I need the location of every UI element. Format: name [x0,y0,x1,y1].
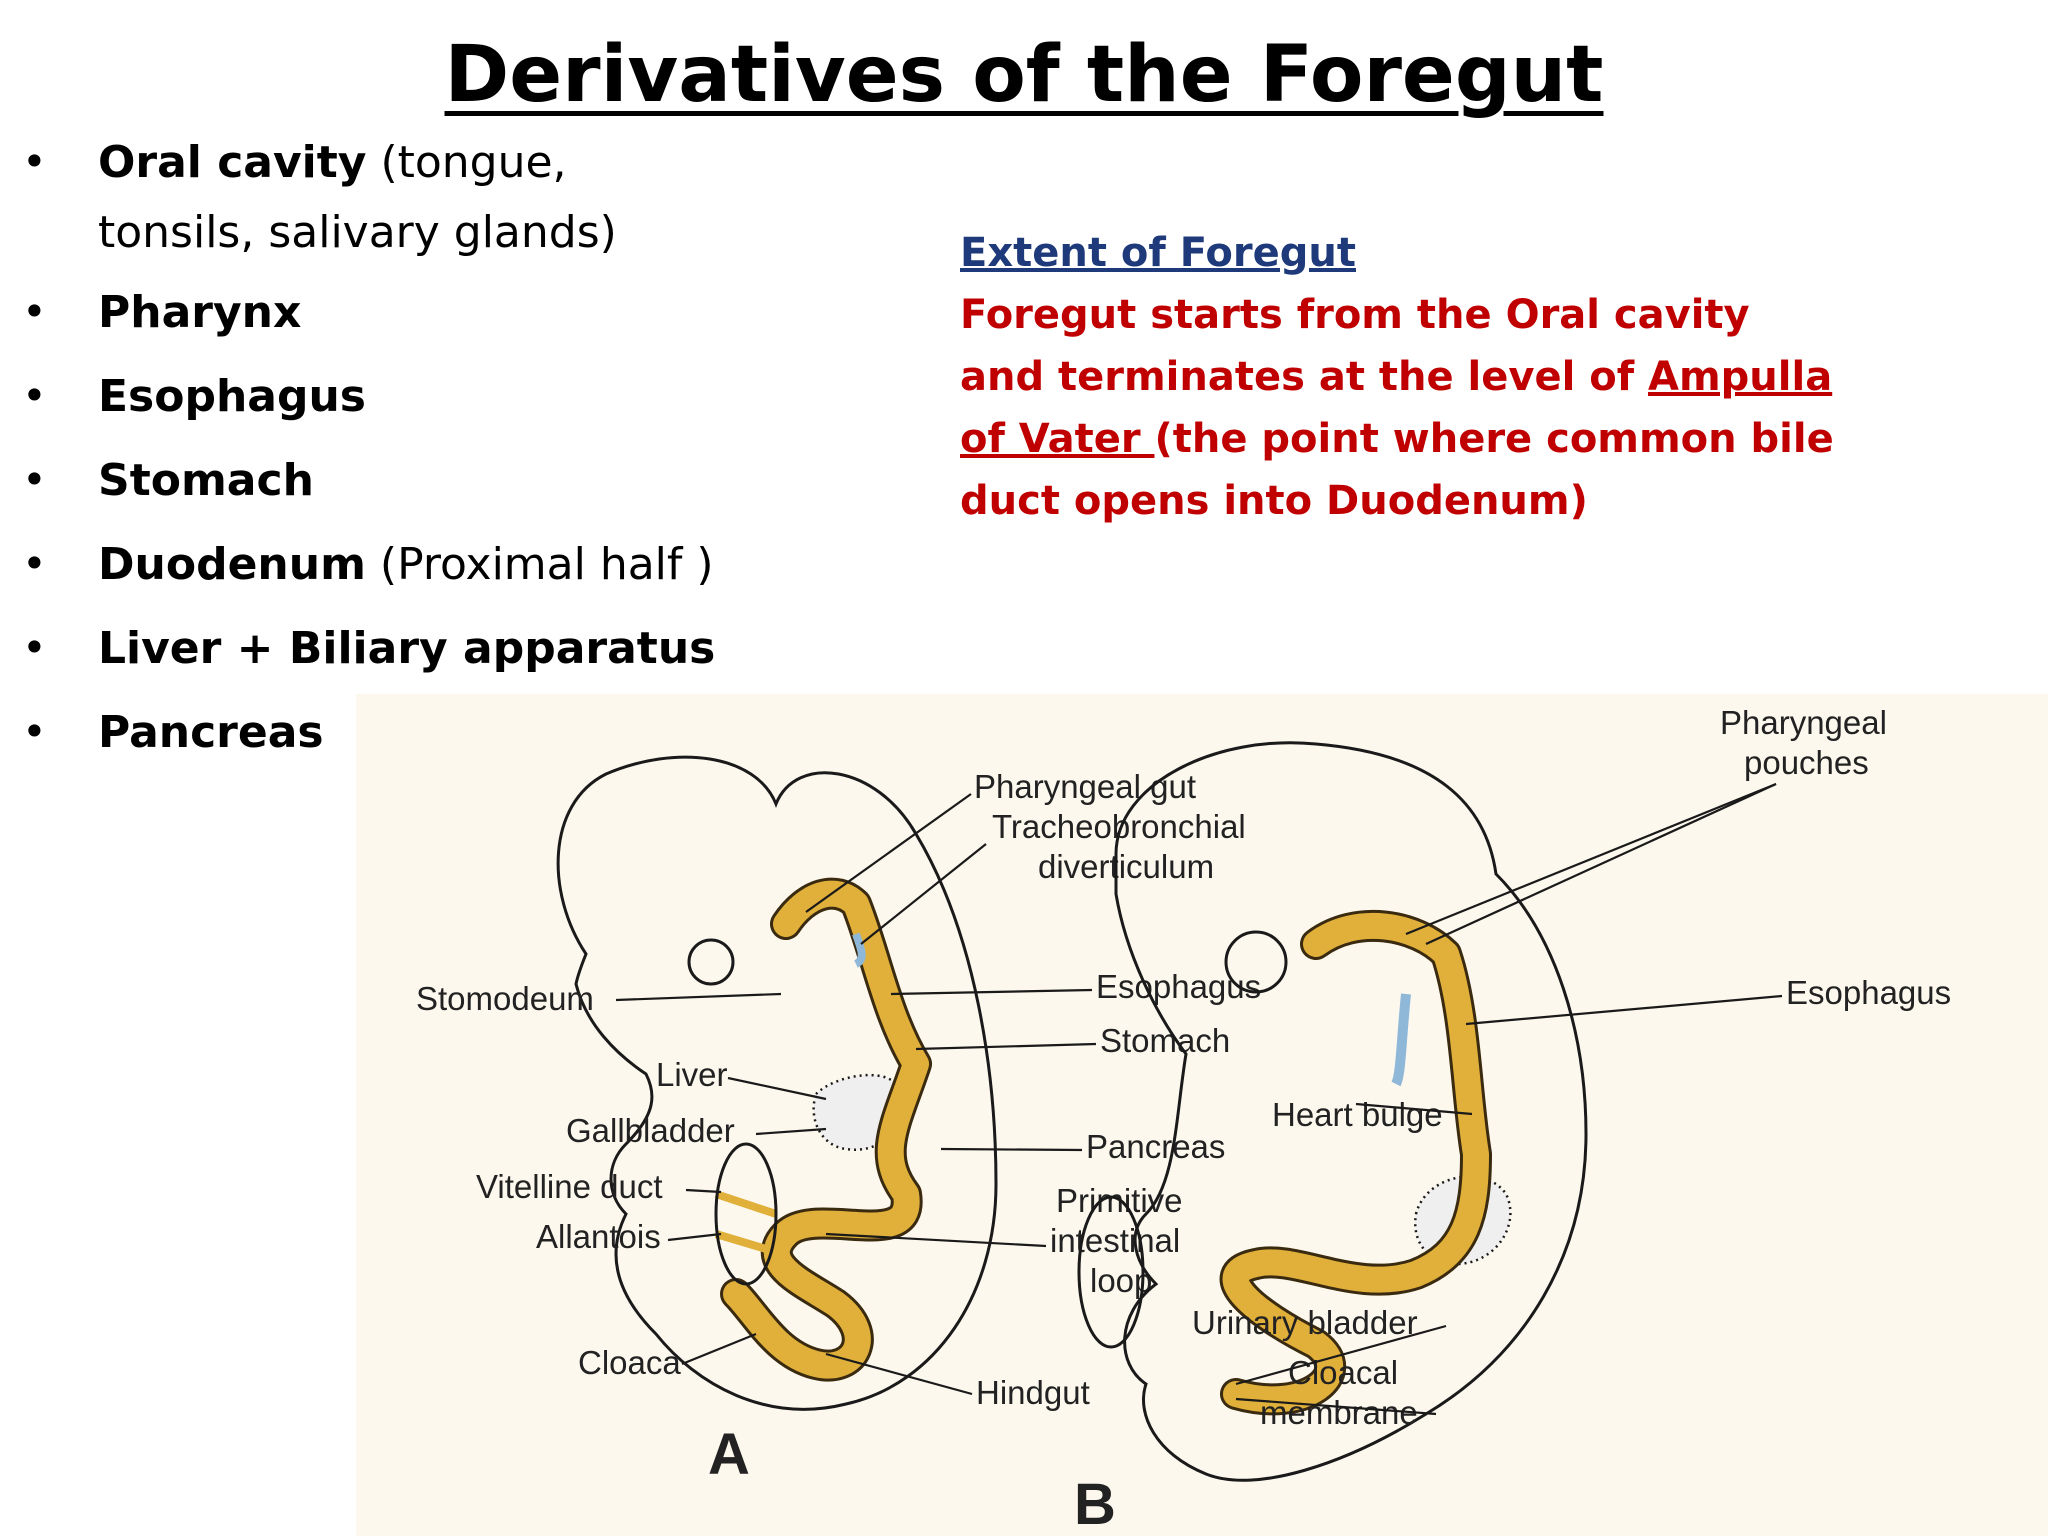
label-allantois: Allantois [536,1218,661,1255]
bullet-icon: • [22,538,47,588]
leader-line [1405,782,1777,936]
extent-heading: Extent of Foregut [960,230,1356,276]
label-pharyngeal-pouches-2: pouches [1744,744,1869,781]
label-esophagus-b: Esophagus [1786,974,1951,1011]
label-pharyngeal-pouches-1: Pharyngeal [1720,704,1887,741]
leader-line [1355,1102,1473,1116]
label-cloacal-2: membrane [1260,1394,1418,1431]
list-item-bold: Liver + Biliary apparatus [98,622,716,674]
extent-text-end: (the point where common bile duct opens … [960,416,1834,524]
bullet-icon: • [22,286,47,336]
label-vitelline-duct: Vitelline duct [476,1168,663,1205]
panel-b: B Pharyngeal pouches Esophagus Heart bul… [1074,704,1951,1536]
trachea-b [1391,993,1411,1087]
eye-b-icon [1224,930,1288,994]
ampulla-of-vater-link-text: Ampulla of Vater [960,354,1833,462]
list-item-detail: (Proximal half ) [365,538,714,590]
panel-a-letter: A [708,1422,750,1487]
bullet-icon: • [22,137,47,186]
label-tracheobronchial-2: diverticulum [1038,848,1214,885]
bullet-icon: • [22,370,47,420]
leader-line [890,988,1093,996]
embryo-a-outline [556,755,998,1411]
leader-line [915,1042,1097,1051]
leader-line [1235,1397,1437,1416]
list-item-stomach: • Stomach [22,454,778,504]
label-stomach: Stomach [1100,1022,1230,1059]
gut-b [1222,912,1489,1413]
label-stomodeum: Stomodeum [416,980,594,1017]
leader-line [1465,994,1783,1026]
list-item-bold: Stomach [98,454,314,506]
cord-b [1077,1195,1145,1349]
leader-line [755,1127,827,1136]
label-cloaca: Cloaca [578,1344,681,1381]
foregut-extent-note: Extent of Foregut Foregut starts from th… [960,222,1840,532]
tracheobronchial-diverticulum-a [852,932,866,968]
list-item-bold: Pharynx [98,286,302,338]
list-item-bold: Duodenum [98,538,366,590]
leader-line [681,1332,757,1366]
list-item-pancreas: • Pancreas [22,706,778,756]
label-hindgut: Hindgut [976,1374,1090,1411]
eye-a-icon [687,938,735,986]
panel-b-letter: B [1074,1472,1116,1536]
leader-line [1425,782,1777,946]
bullet-icon: • [22,622,47,672]
leader-line [685,1188,722,1194]
label-urinary-bladder: Urinary bladder [1192,1304,1418,1341]
label-primitive-2: intestinal [1050,1222,1180,1259]
embryo-illustration: A Pharyngeal gut Tracheobronchial divert… [416,704,1951,1536]
leader-line [805,793,972,913]
leader-line [860,843,987,945]
leader-line [825,1352,973,1396]
label-cloacal-1: Cloacal [1288,1354,1398,1391]
list-item-detail: (tongue, tonsils, salivary glands) [98,137,617,259]
list-item-liver: • Liver + Biliary apparatus [22,622,778,672]
gut-a [723,880,929,1379]
cord-a [714,1142,778,1286]
embryo-b-outline [1114,741,1588,1482]
leader-line [727,1076,827,1101]
leader-line [825,1232,1047,1248]
list-item-oral-cavity: • Oral cavity (tongue, tonsils, salivary … [22,128,658,269]
list-item-pharynx: • Pharynx [22,286,778,336]
leader-line [940,1147,1083,1152]
label-pharyngeal-gut: Pharyngeal gut [974,768,1196,805]
allantois-a [714,1230,768,1253]
foregut-derivatives-list: • Oral cavity (tongue, tonsils, salivary … [22,137,778,795]
label-gallbladder: Gallbladder [566,1112,735,1149]
embryo-figure: A Pharyngeal gut Tracheobronchial divert… [356,694,2048,1536]
label-pancreas: Pancreas [1086,1128,1225,1165]
vitelline-duct-a [714,1190,778,1218]
list-item-bold: Esophagus [98,370,366,422]
leader-line [667,1232,722,1242]
label-liver: Liver [656,1056,728,1093]
bullet-icon: • [22,706,47,756]
list-item-esophagus: • Esophagus [22,370,778,420]
panel-a: A Pharyngeal gut Tracheobronchial divert… [416,755,1261,1487]
extent-text-start: Foregut starts from the Oral cavity and … [960,292,1750,400]
page-title: Derivatives of the Foregut [444,30,1604,120]
leader-line [615,992,782,1002]
label-esophagus-a: Esophagus [1096,968,1261,1005]
bullet-icon: • [22,454,47,504]
list-item-bold: Pancreas [98,706,324,758]
list-item-bold: Oral cavity [98,137,367,188]
leader-line [1235,1324,1447,1386]
label-heart-bulge: Heart bulge [1272,1096,1443,1133]
list-item-duodenum: • Duodenum (Proximal half ) [22,538,778,588]
extent-text: Foregut starts from the Oral cavity and … [960,292,1834,524]
